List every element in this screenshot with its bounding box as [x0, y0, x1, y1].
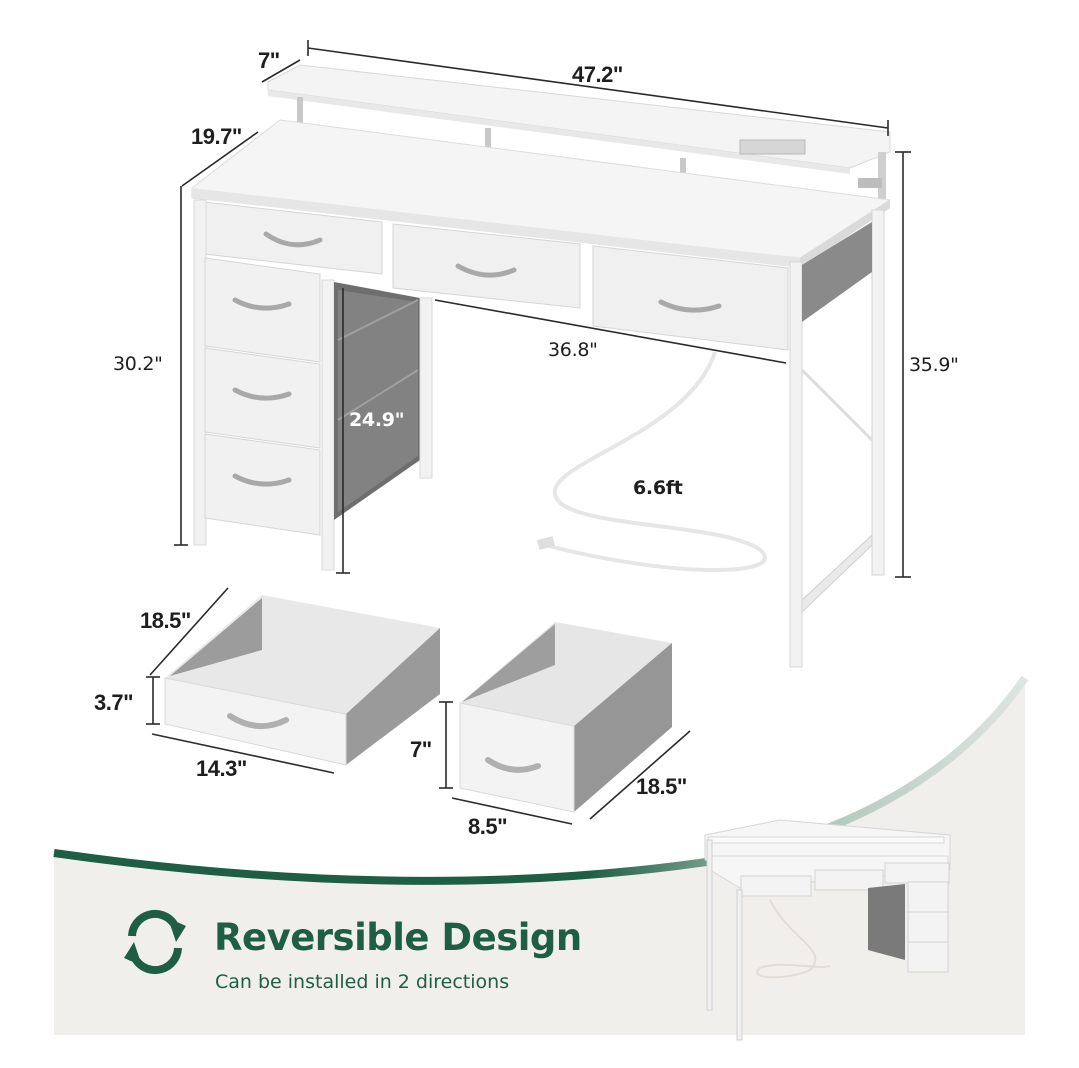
- large-drawer-height-label: 3.7": [94, 690, 134, 715]
- top-drawers: [203, 201, 789, 351]
- total-width-label: 47.2": [572, 62, 623, 87]
- desk-height-label: 30.2": [113, 353, 163, 375]
- inner-width-label: 36.8": [548, 339, 598, 361]
- large-drawer: [164, 595, 440, 766]
- large-drawer-dims: [146, 587, 335, 774]
- right-legs: [789, 209, 885, 668]
- drawer-tower: [193, 199, 433, 571]
- cord-length-label: 6.6ft: [633, 477, 683, 499]
- banner-title: Reversible Design: [214, 916, 582, 959]
- small-drawer-dims: [439, 701, 691, 825]
- reversed-desk-thumbnail: [704, 819, 951, 1041]
- small-drawer-height-label: 7": [410, 737, 432, 762]
- shelf-depth-label: 7": [258, 48, 280, 73]
- reverse-arrows-icon: [124, 909, 186, 975]
- monitor-shelf: [267, 64, 891, 202]
- banner-subtitle: Can be installed in 2 directions: [215, 971, 510, 993]
- small-drawer-depth-label: 18.5": [636, 774, 687, 799]
- dimension-lines: [174, 40, 911, 578]
- small-drawer: [459, 622, 672, 813]
- small-drawer-width-label: 8.5": [468, 814, 508, 839]
- large-drawer-width-label: 14.3": [196, 756, 247, 781]
- large-drawer-depth-label: 18.5": [140, 608, 191, 633]
- cabinet-height-label: 24.9": [349, 409, 405, 431]
- desk-depth-label: 19.7": [191, 124, 242, 149]
- total-height-label: 35.9": [909, 354, 959, 376]
